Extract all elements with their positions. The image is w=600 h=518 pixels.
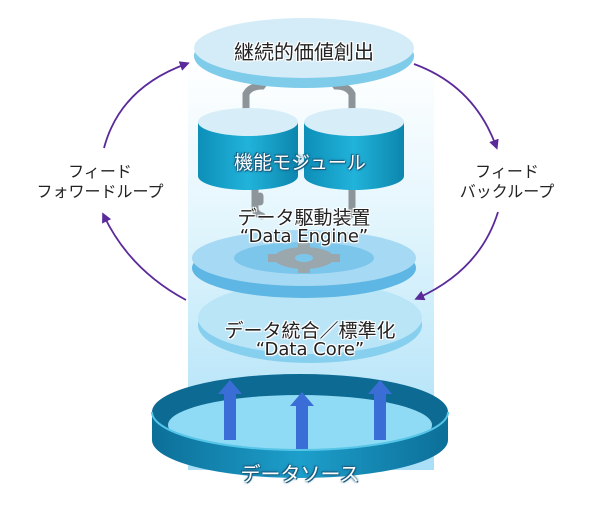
feedforward-line2: フォワードループ [36,182,164,201]
module-cylinder-right [304,108,404,190]
top-disc-label: 継続的価値創出 [234,40,374,64]
up-arrow-icon [290,392,314,452]
feedback-arrow-lower [414,211,499,301]
gear-icon [268,243,340,273]
up-arrow-icon [218,380,242,440]
engine-label-en: “Data Engine” [239,226,369,247]
module-cylinder-left [198,108,298,190]
feedback-line1: フィード [475,162,539,181]
feedforward-loop-label: フィード フォワードループ [6,162,194,202]
core-label-en: “Data Core” [255,339,365,360]
source-ring-band [152,412,448,478]
modules-label: 機能モジュール [234,152,366,174]
source-label: データソース [240,462,360,486]
top-disc-top [194,18,414,78]
core-disc-top [198,282,422,354]
engine-label-jp: データ駆動装置 [237,207,371,229]
feedback-arrow-upper [413,63,499,150]
feedback-loop-label: フィード バックループ [432,162,582,202]
feedforward-arrow-lower [102,212,187,301]
feedback-line2: バックループ [459,182,555,201]
feedforward-arrow-upper [103,61,190,149]
feedforward-line1: フィード [68,162,132,181]
up-arrow-icon [368,380,392,440]
core-label-jp: データ統合／標準化 [224,320,396,342]
